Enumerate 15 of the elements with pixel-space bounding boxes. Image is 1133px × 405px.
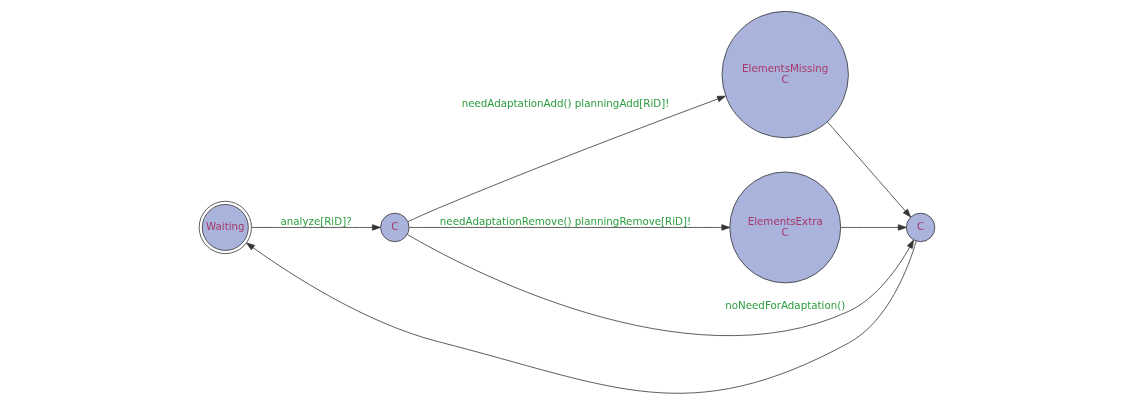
arrow	[826, 121, 911, 218]
node-circle: C	[379, 212, 409, 243]
arrow	[839, 224, 907, 231]
arrow	[406, 234, 914, 336]
edge-label: analyze[RiD]?	[279, 214, 352, 227]
node-circle: ElementsExtra C	[728, 171, 841, 284]
arrow	[250, 224, 381, 231]
node-circle: ElementsMissing C	[721, 10, 849, 139]
edge-label: noNeedForAdaptation()	[724, 298, 845, 311]
edge-label: needAdaptationRemove() planningRemove[RiD]!	[439, 214, 691, 227]
arrow	[408, 224, 730, 231]
node-circle: C	[905, 212, 935, 243]
edge-label: needAdaptationAdd() planningAdd[RiD]!	[461, 96, 669, 109]
arrow	[407, 95, 726, 222]
arrow	[245, 240, 917, 394]
